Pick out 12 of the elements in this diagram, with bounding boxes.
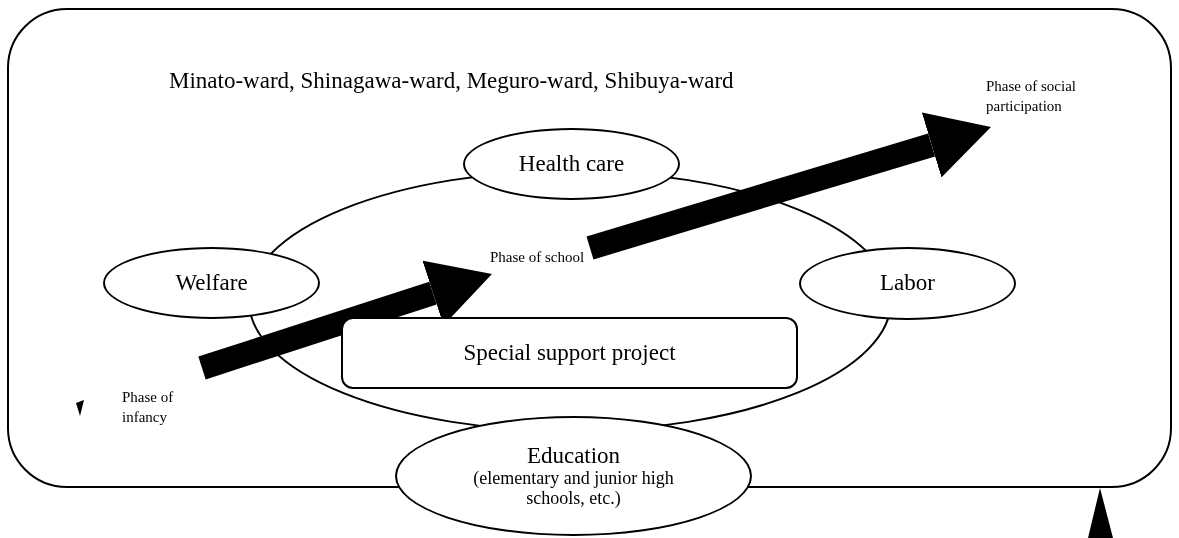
node-subtitle: (elementary and junior high schools, etc.) [472,469,675,509]
project-box [341,317,798,389]
phase-label: Phase of social participation [986,77,1126,123]
region-title: Minato-ward, Shinagawa-ward, Meguro-ward, Shibuya-ward [169,68,734,95]
node-title: Special support project [463,339,676,367]
thick-arrow [586,112,991,260]
phase-label: Phase of school [490,248,640,270]
node-title: Health care [518,150,625,178]
node-title: Welfare [175,269,248,297]
node-title: Labor [880,270,935,297]
node-title: Education [526,443,621,470]
phase-label: Phase of infancy [122,388,192,434]
